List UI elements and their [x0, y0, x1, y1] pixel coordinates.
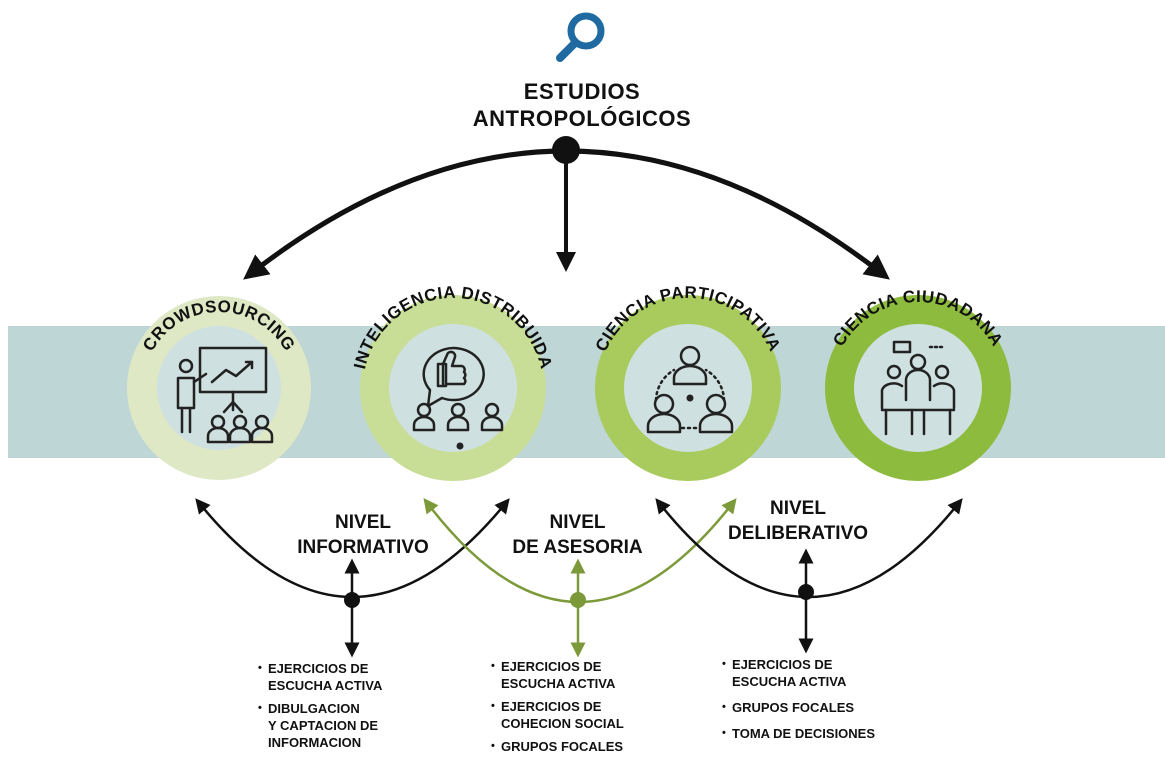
list-item: EJERCICIOS DE ESCUCHA ACTIVA — [722, 656, 922, 690]
node-informativo — [344, 592, 360, 608]
node-asesoria — [570, 592, 586, 608]
list-item: GRUPOS FOCALES — [722, 699, 922, 716]
node-deliberativo — [798, 584, 814, 600]
lightbulb-icon — [456, 442, 464, 450]
magnifier-icon — [556, 12, 605, 62]
circle-inteligencia-distribuida: INTELIGENCIA DISTRIBUIDA — [350, 283, 555, 481]
list-item: EJERCICIOS DE ESCUCHA ACTIVA — [491, 658, 681, 692]
connected-people-icon — [646, 345, 734, 434]
list-item: EJERCICIOS DE ESCUCHA ACTIVA — [258, 660, 448, 694]
main-title-line2: ANTROPOLÓGICOS — [472, 106, 692, 131]
list-item: DIBULGACION Y CAPTACION DE INFORMACION — [258, 700, 448, 751]
main-title-line1: ESTUDIOS — [523, 79, 641, 104]
level-informativo-line1: NIVEL — [335, 512, 391, 533]
bullets-informativo: EJERCICIOS DE ESCUCHA ACTIVA DIBULGACION… — [258, 660, 448, 757]
level-deliberativo-label: NIVEL DELIBERATIVO — [728, 496, 903, 546]
circle-ciencia-participativa: CIENCIA PARTICIPATIVA — [592, 283, 784, 481]
bullets-asesoria: EJERCICIOS DE ESCUCHA ACTIVA EJERCICIOS … — [491, 658, 681, 761]
main-title: ESTUDIOS ANTROPOLÓGICOS — [382, 78, 782, 132]
list-item: TOMA DE DECISIONES — [722, 725, 922, 742]
level-asesoria-line1: NIVEL — [549, 512, 606, 533]
circle-crowdsourcing: CROWDSOURCING — [127, 296, 311, 480]
level-informativo-line2: INFORMATIVO — [297, 537, 429, 558]
presentation-audience-icon — [176, 346, 274, 444]
lightbulb-icon — [686, 394, 694, 402]
top-hub-node — [552, 136, 580, 164]
circle-ciencia-ciudadana: CIENCIA CIUDADANA — [825, 287, 1011, 481]
list-item: EJERCICIOS DE COHECION SOCIAL — [491, 698, 681, 732]
level-asesoria-label: NIVEL DE ASESORIA — [505, 510, 650, 560]
level-deliberativo-line2: DELIBERATIVO — [728, 523, 869, 544]
bullets-deliberativo: EJERCICIOS DE ESCUCHA ACTIVA GRUPOS FOCA… — [722, 656, 922, 751]
level-deliberativo-line1: NIVEL — [770, 498, 826, 519]
level-asesoria-line2: DE ASESORIA — [512, 537, 643, 558]
thumbs-up-group-icon — [412, 346, 504, 432]
level-informativo-label: NIVEL INFORMATIVO — [278, 510, 448, 560]
list-item: GRUPOS FOCALES — [491, 738, 681, 755]
meeting-table-icon — [880, 340, 956, 436]
